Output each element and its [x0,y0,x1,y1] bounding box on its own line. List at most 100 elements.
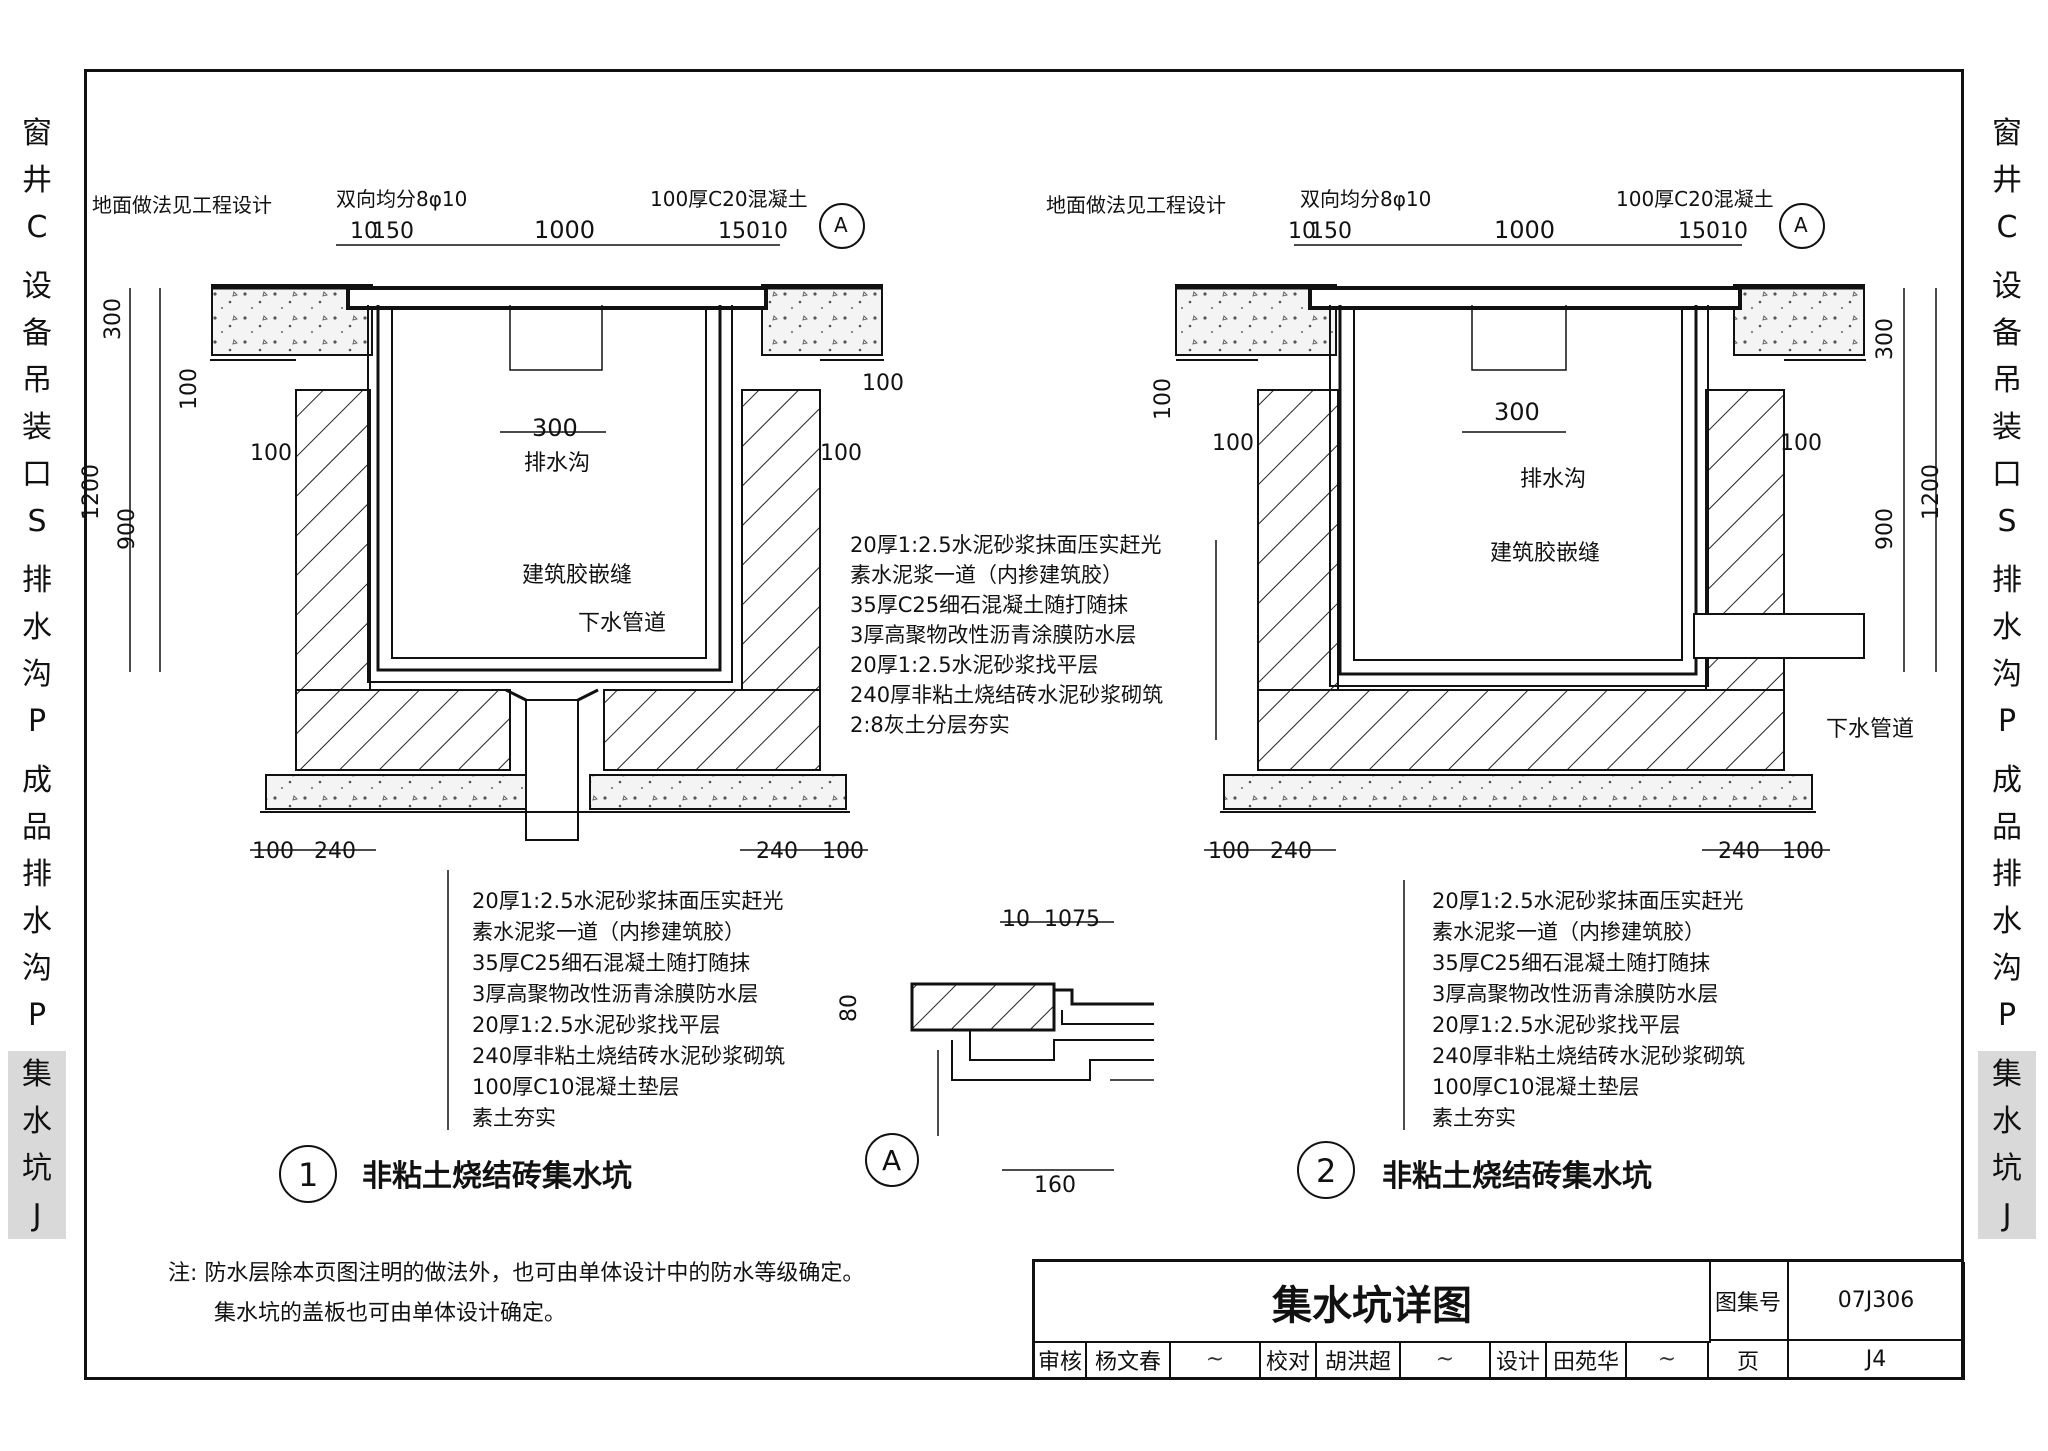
sidebar-tab-1[interactable]: 窗 井 C [1992,116,2022,245]
mid-layer-5: 20厚1:2.5水泥砂浆找平层 [850,653,1099,677]
d2-section-marker-label: A [1794,213,1808,237]
d1-dim-1200: 1200 [79,464,104,520]
d1-layer-7: 100厚C10混凝土垫层 [472,1075,679,1099]
d1-rebar-label: 双向均分8φ10 [336,187,467,211]
d2-dim-100c: 100 [1780,431,1822,456]
d1-number-circle [279,1145,337,1203]
page-value: J4 [1789,1341,1965,1380]
d2-dim-100b: 100 [1212,431,1254,456]
d2-dim-bottom-240b: 240 [1718,839,1760,864]
notes-prefix: 注: [168,1261,198,1286]
d1-dim-300v: 300 [101,298,126,340]
d1-layer-2: 素水泥浆一道（内掺建筑胶） [472,920,745,944]
d1-ground-label: 地面做法见工程设计 [92,193,272,217]
d1-layer-4: 3厚高聚物改性沥青涂膜防水层 [472,982,758,1006]
detail-2-dimensions [1204,244,1937,851]
detail-1-dimensions [129,244,868,851]
sidebar-tab-4[interactable]: 成 品 排 水 沟 P [1992,763,2022,1033]
d2-layer-5: 20厚1:2.5水泥砂浆找平层 [1432,1013,1681,1037]
d2-layer-3: 35厚C25细石混凝土随打随抹 [1432,951,1710,975]
d1-dim-150a: 150 [372,219,414,244]
d1-dim-10b: 10 [760,219,788,244]
sidebar-tab-5[interactable]: 集 水 坑 J [8,1051,66,1239]
d1-layer-1: 20厚1:2.5水泥砂浆抹面压实赶光 [472,889,784,913]
right-index-bar: 窗 井 C 设 备 吊 装 口 S 排 水 沟 P 成 品 排 水 沟 P 集 水 坑 … [1978,110,2036,1251]
d1-dim-150b: 150 [718,219,760,244]
reviewer-name: 杨文春 [1087,1341,1171,1380]
d2-layer-4: 3厚高聚物改性沥青涂膜防水层 [1432,982,1718,1006]
d1-dim-100c: 100 [820,441,862,466]
d2-layer-6: 240厚非粘土烧结砖水泥砂浆砌筑 [1432,1044,1745,1068]
detail-a-drawing [910,921,1154,1171]
d2-dim-300: 300 [1494,398,1540,426]
d1-layer-callouts: 20厚1:2.5水泥砂浆抹面压实赶光 素水泥浆一道（内掺建筑胶） 35厚C25细… [447,870,785,1130]
notes-line-2: 集水坑的盖板也可由单体设计确定。 [214,1301,567,1326]
d1-dim-10a: 10 [350,219,378,244]
d2-cover-label: 100厚C20混凝土 [1616,187,1774,211]
atlas-value: 07J306 [1789,1262,1965,1341]
d2-trench-label: 排水沟 [1520,467,1586,492]
d1-dim-100d: 100 [862,371,904,396]
a-dim-80: 80 [837,994,862,1022]
sidebar-tab-1[interactable]: 窗 井 C [22,116,52,245]
atlas-label: 图集号 [1709,1262,1789,1341]
d1-dim-1000: 1000 [534,216,595,244]
mid-layer-4: 3厚高聚物改性沥青涂膜防水层 [850,623,1136,647]
d2-dim-100a: 100 [1151,378,1176,420]
sidebar-tab-5[interactable]: 集 水 坑 J [1978,1051,2036,1239]
d1-layer-5: 20厚1:2.5水泥砂浆找平层 [472,1013,721,1037]
d1-trench-label: 排水沟 [524,451,590,476]
d2-layer-callouts: 20厚1:2.5水泥砂浆抹面压实赶光 素水泥浆一道（内掺建筑胶） 35厚C25细… [1403,880,1745,1130]
a-label: A [882,1144,901,1177]
d1-section-marker [819,203,865,249]
notes-line-1: 防水层除本页图注明的做法外，也可由单体设计中的防水等级确定。 [204,1261,865,1286]
drawing-title: 集水坑详图 [1035,1262,1711,1343]
sidebar-tab-2[interactable]: 设 备 吊 装 口 S [22,269,52,539]
detail-1-drawing [210,284,884,841]
middle-layer-callouts: 20厚1:2.5水泥砂浆抹面压实赶光 素水泥浆一道（内掺建筑胶） 35厚C25细… [850,533,1217,740]
d1-number: 1 [298,1156,318,1194]
a-dim-10: 10 [1002,907,1030,932]
a-label-circle [865,1133,919,1187]
left-index-bar: 窗 井 C 设 备 吊 装 口 S 排 水 沟 P 成 品 排 水 沟 P 集 水 坑 … [8,110,66,1251]
d2-dim-10b: 10 [1720,219,1748,244]
d2-layer-2: 素水泥浆一道（内掺建筑胶） [1432,920,1705,944]
d2-title: 非粘土烧结砖集水坑 [1382,1159,1652,1194]
d2-dim-150a: 150 [1310,219,1352,244]
d1-dim-bottom-100b: 100 [822,839,864,864]
d1-cover-label: 100厚C20混凝土 [650,187,808,211]
d2-ground-label: 地面做法见工程设计 [1046,193,1226,217]
d2-pipe-label: 下水管道 [1826,717,1914,742]
d1-pipe-label: 下水管道 [578,611,666,636]
d1-dim-bottom-240a: 240 [314,839,356,864]
d1-dim-bottom-240b: 240 [756,839,798,864]
mid-layer-3: 35厚C25细石混凝土随打随抹 [850,593,1128,617]
reviewer-signature: ~ [1171,1341,1261,1380]
sidebar-tab-3[interactable]: 排 水 沟 P [22,563,52,739]
sidebar-tab-2[interactable]: 设 备 吊 装 口 S [1992,269,2022,539]
a-dim-1075: 1075 [1044,907,1100,932]
d2-dim-10a: 10 [1288,219,1316,244]
d2-dim-bottom-100a: 100 [1208,839,1250,864]
d2-dim-150b: 150 [1678,219,1720,244]
mid-layer-1: 20厚1:2.5水泥砂浆抹面压实赶光 [850,533,1162,557]
d2-number: 2 [1316,1152,1336,1190]
d2-section-marker [1779,203,1825,249]
checker-signature: ~ [1401,1341,1491,1380]
d2-number-circle [1297,1141,1355,1199]
review-label: 审核 [1035,1341,1087,1380]
d2-dim-1200: 1200 [1919,464,1944,520]
d1-dim-100b: 100 [250,441,292,466]
d1-section-marker-label: A [834,213,848,237]
title-block: 集水坑详图 图集号 07J306 审核 杨文春 ~ 校对 胡洪超 ~ 设计 田苑… [1032,1259,1965,1380]
d1-layer-6: 240厚非粘土烧结砖水泥砂浆砌筑 [472,1044,785,1068]
checker-name: 胡洪超 [1317,1341,1401,1380]
mid-layer-6: 240厚非粘土烧结砖水泥砂浆砌筑 [850,683,1163,707]
d2-sealant-label: 建筑胶嵌缝 [1490,541,1600,566]
d2-dim-300v: 300 [1873,318,1898,360]
sidebar-tab-4[interactable]: 成 品 排 水 沟 P [22,763,52,1033]
d1-dim-bottom-100a: 100 [252,839,294,864]
d2-dim-bottom-100b: 100 [1782,839,1824,864]
sidebar-tab-3[interactable]: 排 水 沟 P [1992,563,2022,739]
